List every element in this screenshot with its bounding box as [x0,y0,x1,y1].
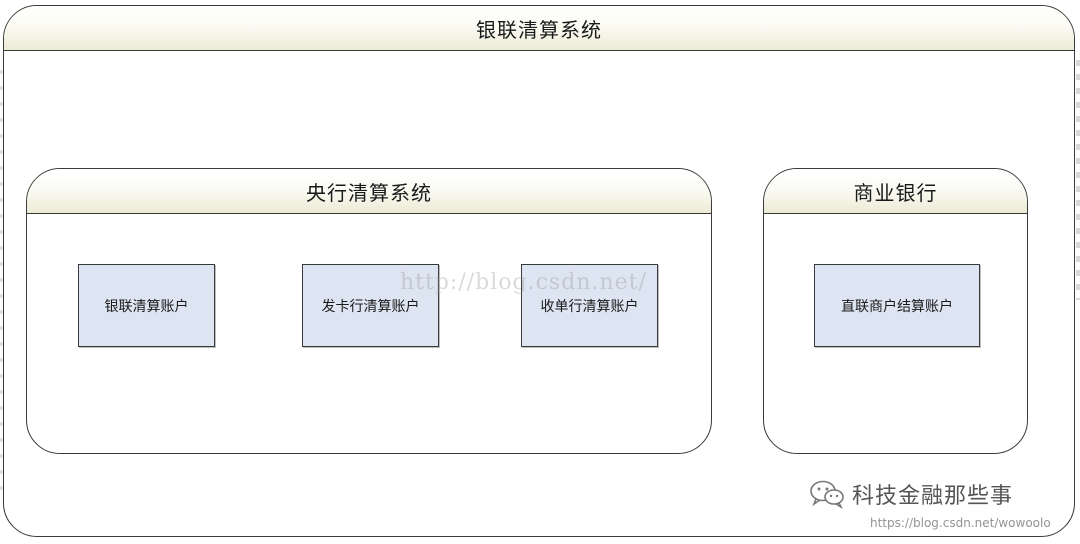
unionpay-clearing-system-title: 银联清算系统 [4,6,1074,51]
wechat-icon [810,480,844,509]
central-bank-clearing-system-title: 央行清算系统 [27,169,711,214]
logo-text: 科技金融那些事 [852,484,1014,509]
left-edge-mark [0,70,3,490]
csdn-url-watermark: https://blog.csdn.net/wowoolo [870,516,1051,530]
wechat-logo-watermark: 科技金融那些事 [808,478,1013,510]
acquirer-clearing-account: 收单行清算账户 [521,264,658,347]
unionpay-clearing-account: 银联清算账户 [78,264,215,347]
commercial-bank-title: 商业银行 [764,169,1027,214]
right-edge-mark [1076,60,1080,300]
issuer-clearing-account: 发卡行清算账户 [302,264,439,347]
direct-merchant-settlement-account: 直联商户结算账户 [814,264,980,347]
